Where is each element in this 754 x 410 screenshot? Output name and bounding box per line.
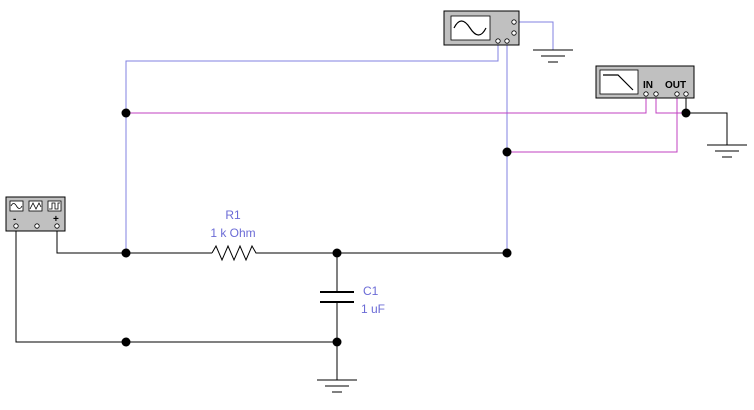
c1-ref-label: C1 (363, 284, 379, 298)
wire-bode-out-plus[interactable] (507, 96, 678, 153)
junction-dot (332, 337, 342, 347)
bode-plotter[interactable]: IN OUT (595, 65, 695, 99)
oscilloscope[interactable] (443, 10, 520, 46)
capacitor-c1[interactable]: C1 1 uF (320, 284, 385, 316)
ground-oscilloscope-icon (533, 49, 573, 63)
junction-dot (121, 108, 131, 118)
oscilloscope-wires (125, 21, 554, 253)
function-generator-minus-label: - (13, 214, 16, 225)
wire-gen-plus[interactable] (56, 230, 212, 254)
junction-dot (121, 248, 131, 258)
wire-bode-jumper[interactable] (655, 96, 686, 114)
oscilloscope-terminal-b[interactable] (504, 38, 510, 44)
bode-plotter-terminal-in-plus[interactable] (643, 91, 649, 97)
junction-dot (332, 248, 342, 258)
wire-scope-a[interactable] (125, 43, 499, 253)
resistor-r1[interactable]: R1 1 k Ohm (210, 208, 260, 262)
wire-bode-in-plus[interactable] (126, 96, 647, 114)
circuit-wires (15, 96, 728, 380)
bode-plotter-in-label: IN (643, 80, 653, 91)
wire-bode-gnd[interactable] (685, 96, 728, 145)
oscilloscope-icon (450, 15, 491, 41)
junction-dots (121, 108, 691, 347)
function-generator-terminal-minus[interactable] (13, 223, 19, 229)
function-generator-terminal-common[interactable] (34, 223, 40, 229)
resistor-symbol (211, 244, 260, 262)
ground-main-icon (317, 379, 357, 393)
oscilloscope-terminal-ground[interactable] (511, 19, 517, 25)
function-generator-icon (9, 200, 62, 212)
bode-wires (126, 96, 686, 153)
function-generator-terminal-plus[interactable] (54, 223, 60, 229)
function-generator[interactable]: - + (5, 196, 66, 232)
bode-plotter-icon (599, 69, 639, 95)
junction-dot (681, 108, 691, 118)
junction-dot (121, 337, 131, 347)
bode-plotter-terminal-out-plus[interactable] (674, 91, 680, 97)
wire-scope-gnd[interactable] (514, 21, 554, 50)
oscilloscope-terminal-a[interactable] (495, 38, 501, 44)
bode-plotter-terminal-in-minus[interactable] (653, 91, 659, 97)
junction-dot (502, 248, 512, 258)
bode-plotter-terminal-out-minus[interactable] (683, 91, 689, 97)
c1-value-label: 1 uF (361, 302, 385, 316)
bode-plotter-out-label: OUT (665, 80, 686, 91)
r1-ref-label: R1 (225, 208, 241, 222)
junction-dot (502, 147, 512, 157)
ground-bode-icon (707, 144, 747, 158)
function-generator-plus-label: + (53, 214, 59, 225)
oscilloscope-terminal-trigger[interactable] (511, 30, 517, 36)
wire-gen-minus[interactable] (15, 230, 337, 343)
r1-value-label: 1 k Ohm (210, 226, 255, 240)
